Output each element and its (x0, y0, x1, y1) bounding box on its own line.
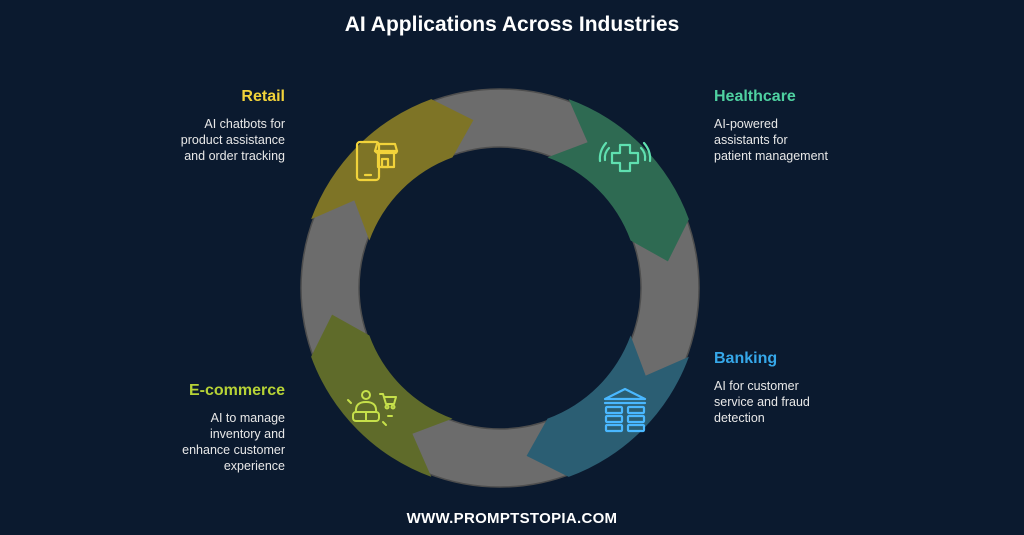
desc-line: detection (714, 411, 765, 425)
ecommerce-description: AI to manage inventory and enhance custo… (182, 410, 285, 474)
retail-label: Retail (241, 88, 285, 105)
ring-band (301, 89, 699, 487)
desc-line: product assistance (180, 133, 285, 147)
banking-label: Banking (714, 350, 778, 367)
healthcare-segment-shape (547, 99, 689, 262)
healthcare-block: Healthcare AI-powered assistants for pat… (714, 88, 828, 164)
healthcare-label: Healthcare (714, 88, 796, 105)
retail-segment-shape (311, 99, 474, 241)
ecommerce-block: E-commerce AI to manage inventory and en… (182, 382, 285, 474)
smartphone-shop-icon (355, 140, 399, 182)
banking-block: Banking AI for customer service and frau… (714, 350, 810, 426)
segment-ecommerce (311, 314, 453, 477)
desc-line: AI to manage (210, 411, 285, 425)
segment-retail (311, 99, 474, 241)
retail-block: Retail AI chatbots for product assistanc… (181, 88, 285, 164)
desc-line: enhance customer (182, 443, 285, 457)
desc-line: assistants for (714, 133, 788, 147)
desc-line: AI chatbots for (204, 117, 285, 131)
medical-cross-icon (598, 141, 652, 173)
ring-inner-edge (358, 146, 642, 430)
bank-icon (603, 387, 647, 433)
ecommerce-label: E-commerce (188, 382, 285, 399)
website-url: WWW.PROMPTSTOPIA.COM (406, 510, 618, 527)
ecommerce-segment-shape (311, 314, 453, 477)
banking-description: AI for customer service and fraud detect… (714, 378, 810, 426)
segment-healthcare (547, 99, 689, 262)
desc-line: AI for customer (714, 379, 799, 393)
desc-line: inventory and (209, 427, 285, 441)
page-title: AI Applications Across Industries (344, 13, 680, 36)
vr-shopping-cart-icon (347, 390, 397, 426)
desc-line: service and fraud (714, 395, 810, 409)
healthcare-description: AI-powered assistants for patient manage… (714, 116, 828, 164)
desc-line: AI-powered (714, 117, 778, 131)
retail-description: AI chatbots for product assistance and o… (181, 116, 285, 164)
ring-outer-edge (300, 88, 700, 488)
segment-banking (526, 335, 689, 477)
desc-line: and order tracking (184, 149, 285, 163)
desc-line: experience (223, 459, 285, 473)
desc-line: patient management (714, 149, 828, 163)
